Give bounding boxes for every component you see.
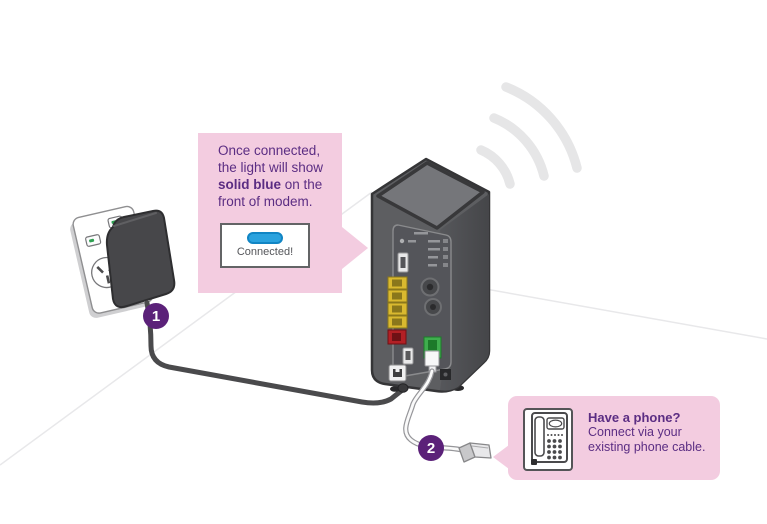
modem [370,157,491,393]
modem-top-face [376,161,485,230]
step-2-badge: 2 [418,435,444,461]
phone-cable-connector [458,442,492,463]
bubble-text-line: solid blue on the [218,177,323,192]
landline-phone-icon [531,412,568,465]
power-cable [144,300,404,406]
bubble-text-line: Once connected, [218,143,321,158]
speech-bubble-pointer [342,227,368,269]
lan-ports [387,276,408,329]
phone-callout-line: Connect via your [588,425,682,439]
bubble-text-line: the light will show [218,160,324,175]
mini-usb-port [402,347,414,365]
power-jack [440,369,451,380]
power-adapter [105,209,176,309]
usb-port [397,252,409,273]
phone-callout: Have a phone? Connect via your existing … [508,396,720,480]
panel-labels [399,232,448,267]
floor-line-right [479,287,767,340]
dsl-port [388,364,407,382]
antenna-connectors [420,277,442,316]
power-plug [397,383,409,393]
speech-bubble: Once connected, the light will show soli… [198,133,342,293]
connected-indicator: Connected! [220,223,310,268]
phone-icon-box [523,408,573,471]
phone-callout-title: Have a phone? [588,410,681,425]
phone-callout-pointer [493,445,509,469]
outlet-switch [85,234,102,247]
step-1-badge: 1 [143,303,169,329]
status-light-icon [247,232,283,244]
wifi-waves-icon [476,82,582,189]
phone-callout-line: existing phone cable. [588,440,706,454]
modem-side-face [440,194,489,391]
bubble-text-line: front of modem. [218,194,313,209]
wan-port [387,329,407,345]
connected-label: Connected! [236,246,294,258]
phone-callout-text: Have a phone? Connect via your existing … [588,410,705,455]
